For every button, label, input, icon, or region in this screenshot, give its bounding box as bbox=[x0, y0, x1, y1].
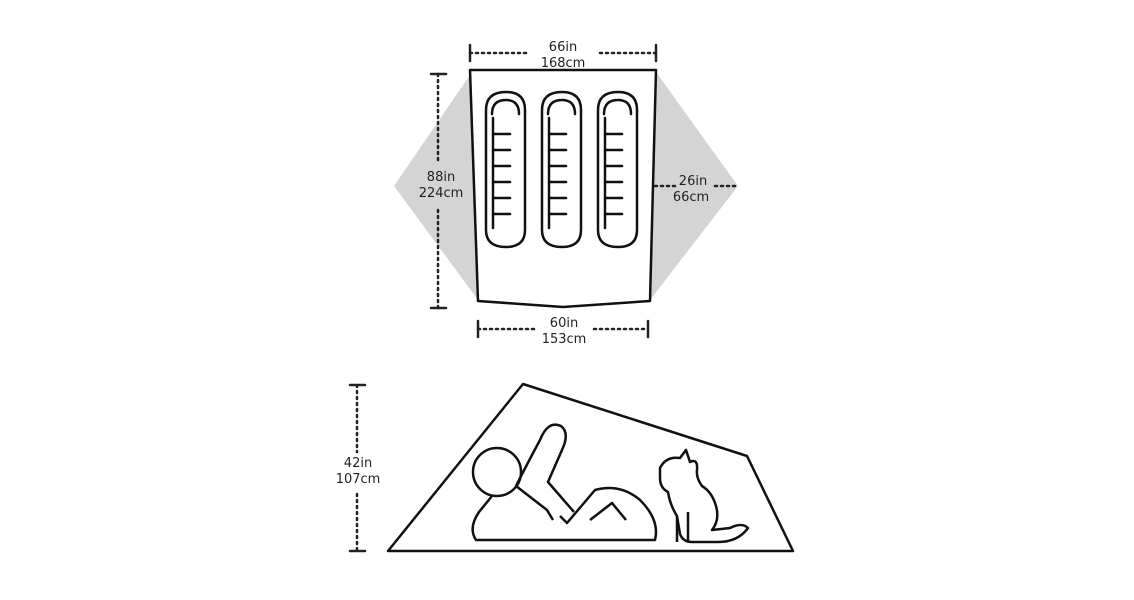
length-dimension: 88in 224cm bbox=[419, 72, 464, 310]
length-metric: 224cm bbox=[419, 186, 464, 201]
top-width-metric: 168cm bbox=[541, 56, 586, 71]
tent-profile bbox=[386, 382, 795, 553]
peak-height-dimension: 42in 107cm bbox=[336, 383, 381, 553]
dog-icon bbox=[658, 448, 750, 544]
top-width-imperial: 66in bbox=[549, 40, 577, 55]
vestibule-depth-imperial: 26in bbox=[679, 174, 707, 189]
left-vestibule bbox=[394, 72, 478, 300]
sleeping-bag-1 bbox=[484, 90, 527, 249]
person-icon bbox=[471, 423, 658, 542]
peak-height-imperial: 42in bbox=[344, 456, 372, 471]
vestibule-depth-dimension: 26in 66cm bbox=[653, 174, 738, 205]
length-imperial: 88in bbox=[427, 170, 455, 185]
sleeping-bag-2 bbox=[540, 90, 583, 249]
bottom-width-metric: 153cm bbox=[542, 332, 587, 347]
top-view: 66in 168cm 88in 224cm 26in 66cm 60in 153 bbox=[394, 40, 738, 347]
bottom-width-imperial: 60in bbox=[550, 316, 578, 331]
side-view: 42in 107cm bbox=[336, 382, 795, 553]
sleeping-bag-3 bbox=[596, 90, 639, 249]
right-vestibule bbox=[650, 72, 738, 300]
top-width-dimension: 66in 168cm bbox=[468, 40, 658, 71]
peak-height-metric: 107cm bbox=[336, 472, 381, 487]
vestibule-depth-metric: 66cm bbox=[673, 190, 709, 205]
bottom-width-dimension: 60in 153cm bbox=[476, 316, 650, 347]
